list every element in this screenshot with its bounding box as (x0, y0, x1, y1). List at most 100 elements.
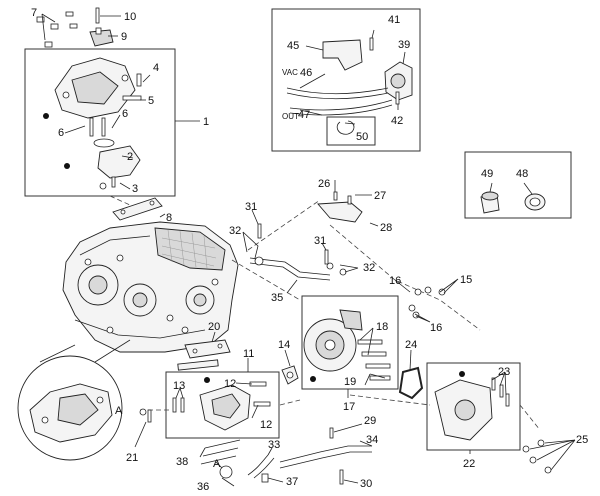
hose-label-vac: VAC (282, 68, 298, 77)
callout-17: 17 (343, 401, 355, 413)
pipe-35 (249, 256, 347, 281)
callout-29: 29 (364, 415, 376, 427)
sensor-9 (89, 27, 114, 47)
engine-block (62, 221, 239, 353)
callout-49: 49 (481, 168, 493, 180)
gasket-strip (177, 359, 219, 371)
callout-41: 41 (388, 14, 400, 26)
alternator-17 (303, 309, 391, 381)
callout-24: 24 (405, 339, 417, 351)
group-box-22 (426, 362, 521, 451)
callout-18: 18 (376, 321, 388, 333)
bolt-31b (324, 249, 329, 265)
hose-50-box (326, 116, 376, 146)
callout-14: 14 (278, 339, 290, 351)
callout-35: 35 (271, 292, 283, 304)
callout-45: 45 (287, 40, 299, 52)
callout-28: 28 (380, 222, 392, 234)
callout-42: 42 (391, 115, 403, 127)
callout-47: 47 (298, 109, 310, 121)
group-box-1 (24, 48, 176, 197)
callout-13: 13 (173, 380, 185, 392)
callout-9: 9 (121, 31, 127, 43)
hose-33 (247, 454, 275, 479)
gasket-8 (112, 197, 163, 221)
marker-dot-1a (43, 113, 49, 119)
housing-22 (434, 377, 510, 441)
bolt-21 (147, 409, 152, 423)
callout-7: 7 (31, 7, 37, 19)
callout-labels: 1 2 3 4 5 6 6 7 8 9 10 11 12 12 13 14 15… (31, 7, 588, 493)
callout-38: 38 (176, 456, 188, 468)
clip-37 (261, 473, 269, 483)
gasket-24 (398, 366, 424, 400)
callout-30: 30 (360, 478, 372, 490)
callout-39: 39 (398, 39, 410, 51)
callout-3: 3 (132, 183, 138, 195)
seal-48 (524, 193, 546, 211)
reference-mark-a-detail: A (115, 405, 123, 417)
marker-dot-1b (64, 163, 70, 169)
group-box-vacuum (271, 8, 421, 152)
hose-label-out: OUT (282, 112, 299, 121)
bolt-29 (329, 427, 334, 439)
group-box-caps (464, 151, 572, 219)
bolt-31a (257, 223, 262, 239)
callout-12b: 12 (260, 419, 272, 431)
callout-34: 34 (366, 434, 378, 446)
callout-32b: 32 (363, 262, 375, 274)
callout-27: 27 (374, 190, 386, 202)
callout-26: 26 (318, 178, 330, 190)
bracket-28 (317, 191, 363, 223)
manifold-assembly (54, 57, 142, 190)
callout-31a: 31 (245, 201, 257, 213)
callout-22: 22 (463, 458, 475, 470)
elbow-11 (172, 381, 271, 431)
callout-5: 5 (148, 95, 154, 107)
callout-4: 4 (153, 62, 159, 74)
callout-46: 46 (300, 67, 312, 79)
callout-21: 21 (126, 452, 138, 464)
callout-37: 37 (286, 476, 298, 488)
group-box-11 (165, 371, 280, 439)
reference-mark-a-hose: A (213, 458, 221, 470)
callout-50: 50 (356, 131, 368, 143)
cap-49 (480, 191, 500, 214)
callout-10: 10 (124, 11, 136, 23)
callout-15: 15 (460, 274, 472, 286)
marker-dot-11 (204, 377, 210, 383)
callout-2: 2 (127, 151, 133, 163)
clamp-36 (219, 465, 233, 479)
marker-dot-22 (459, 371, 465, 377)
leader-lines (41, 13, 576, 487)
callout-8: 8 (166, 212, 172, 224)
callout-33: 33 (268, 439, 280, 451)
callout-32a: 32 (229, 225, 241, 237)
callout-6a: 6 (122, 108, 128, 120)
gasket-20 (184, 339, 231, 359)
bolts-25 (522, 439, 552, 474)
callout-19: 19 (344, 376, 356, 388)
callout-23: 23 (498, 366, 510, 378)
callout-16a: 16 (389, 275, 401, 287)
callout-6b: 6 (58, 127, 64, 139)
group-box-17 (301, 295, 399, 390)
hose-34 (279, 445, 372, 469)
marker-dot-17 (310, 376, 316, 382)
flange-14 (281, 365, 299, 385)
callout-31b: 31 (314, 235, 326, 247)
detail-view-a (17, 339, 131, 461)
bolt-30 (339, 469, 344, 485)
small-parts-7 (36, 11, 78, 48)
callout-36: 36 (197, 481, 209, 493)
bolt-10 (95, 7, 100, 24)
callout-11: 11 (243, 348, 254, 360)
bolts-15-16 (408, 286, 446, 319)
callout-48: 48 (516, 168, 528, 180)
bolts-38 (200, 439, 241, 465)
callout-16b: 16 (430, 322, 442, 334)
callout-12a: 12 (224, 378, 236, 390)
callout-20: 20 (208, 321, 220, 333)
callout-25: 25 (576, 434, 588, 446)
